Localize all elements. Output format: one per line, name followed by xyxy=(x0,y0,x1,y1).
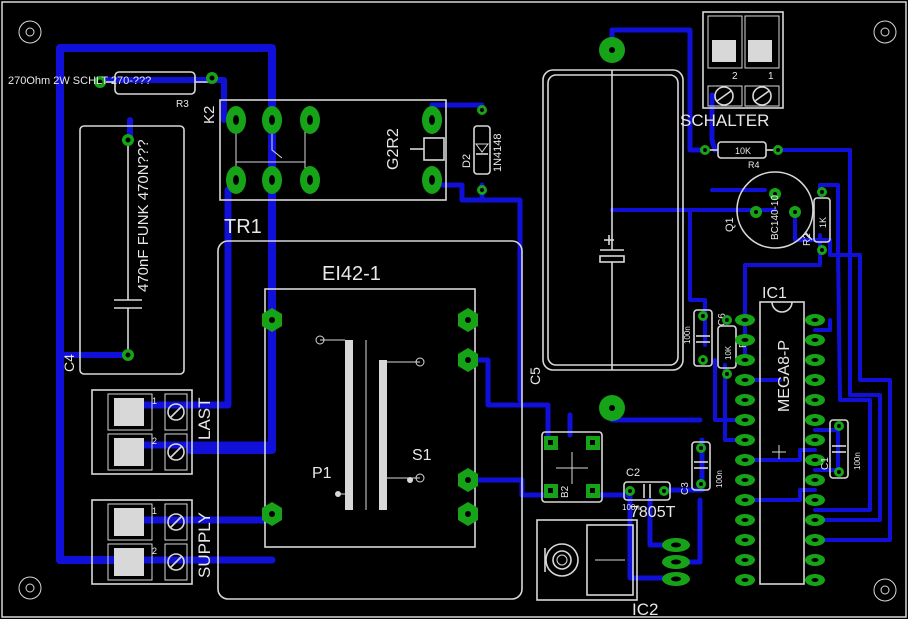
ic1-pad-hole xyxy=(811,538,819,542)
r2-value-label: 1K xyxy=(818,217,828,228)
supply-label: SUPPLY xyxy=(195,512,214,578)
k2-name-label: K2 xyxy=(201,106,218,124)
schalter-terminal: 2 1 SCHALTER xyxy=(680,11,784,130)
c6-value-label: 100n xyxy=(683,326,692,344)
ic1-microcontroller: IC1 MEGA8-P xyxy=(735,285,825,586)
tr1-value-label: EI42-1 xyxy=(322,263,381,285)
c5-capacitor: C5 xyxy=(527,37,684,421)
ic1-pad-hole xyxy=(741,398,749,402)
schalter-pin-2: 2 xyxy=(732,71,738,82)
ic1-pad-hole xyxy=(811,378,819,382)
r4-resistor: 10K R4 xyxy=(700,141,783,170)
ic1-pad-hole xyxy=(811,478,819,482)
ic1-pad-hole xyxy=(741,338,749,342)
c5-name-label: C5 xyxy=(527,367,543,385)
r4-value-label: 10K xyxy=(735,146,751,156)
ic1-pad-hole xyxy=(741,558,749,562)
k2-relay: K2 G2R2 xyxy=(201,99,447,201)
last-terminal: 1 2 LAST xyxy=(91,389,214,475)
schalter-label: SCHALTER xyxy=(680,111,769,130)
tr1-transformer: TR1 EI42-1 P1 S1 xyxy=(217,216,523,600)
mounting-holes xyxy=(18,20,897,602)
ic1-pad-hole xyxy=(741,358,749,362)
tr1-s1-label: S1 xyxy=(412,447,432,464)
q1-transistor: Q1 BC140-10 xyxy=(724,171,814,249)
ic1-name-label: IC1 xyxy=(762,285,787,302)
r2-resistor: R2 1K xyxy=(802,187,831,255)
ic1-pad-hole xyxy=(811,338,819,342)
supply-terminal: 1 2 SUPPLY xyxy=(91,499,214,585)
d2-value-label: 1N4148 xyxy=(492,133,504,172)
tr1-p1-label: P1 xyxy=(312,465,332,482)
r3-name-label: R3 xyxy=(176,99,189,110)
r1-value-label: 10K xyxy=(724,345,733,360)
ic1-pad-hole xyxy=(811,578,819,582)
q1-name-label: Q1 xyxy=(724,217,736,232)
last-label: LAST xyxy=(195,397,214,440)
ic1-pad-hole xyxy=(741,518,749,522)
c2-value-label: 100n xyxy=(622,503,640,512)
b2-name-label: B2 xyxy=(560,485,571,498)
ic1-pad-hole xyxy=(741,418,749,422)
c3-capacitor: C3 100n xyxy=(680,441,724,495)
r4-name-label: R4 xyxy=(748,160,760,170)
last-pin-1: 1 xyxy=(152,396,157,406)
d2-name-label: D2 xyxy=(461,154,473,168)
k2-value-label: G2R2 xyxy=(385,128,402,170)
r3-value-label: 270Ohm 2W SCHLT 270-??? xyxy=(8,75,151,87)
q1-value-label: BC140-10 xyxy=(770,195,781,240)
ic1-pad-hole xyxy=(811,558,819,562)
last-pin-2: 2 xyxy=(152,436,157,446)
d2-diode: D2 1N4148 xyxy=(461,105,504,195)
ic1-pad-hole xyxy=(741,478,749,482)
c2-capacitor: C2 100n xyxy=(622,467,671,512)
ic1-pad-hole xyxy=(741,318,749,322)
ic1-pad-hole xyxy=(811,438,819,442)
c3-name-label: C3 xyxy=(680,482,691,495)
schalter-pin-1: 1 xyxy=(768,71,774,82)
b2-bridge-rectifier: B2 xyxy=(541,431,603,503)
c4-capacitor: 470nF FUNK 470N??? C4 xyxy=(61,125,185,375)
tr1-name-label: TR1 xyxy=(224,216,262,238)
traces xyxy=(56,27,892,581)
ic1-pad-hole xyxy=(811,458,819,462)
ic1-pad-hole xyxy=(741,438,749,442)
c1-value-label: 100n xyxy=(853,452,862,470)
ic1-pad-hole xyxy=(741,458,749,462)
c1-capacitor: C1 100n xyxy=(820,419,862,479)
ic2-regulator: 7805T IC2 xyxy=(536,504,690,619)
ic1-pad-hole xyxy=(811,418,819,422)
ic1-pad-hole xyxy=(741,498,749,502)
ic1-pad-hole xyxy=(811,358,819,362)
ic1-pad-hole xyxy=(811,398,819,402)
ic1-pad-hole xyxy=(741,538,749,542)
ic1-pad-hole xyxy=(741,578,749,582)
ic1-value-label: MEGA8-P xyxy=(776,340,793,412)
ic1-pad-hole xyxy=(811,518,819,522)
ic2-name-label: IC2 xyxy=(632,600,658,619)
r1-resistor: 10K R1 xyxy=(717,315,749,379)
c1-name-label: C1 xyxy=(820,457,831,470)
c4-name-label: C4 xyxy=(61,354,77,372)
supply-pin-2: 2 xyxy=(152,546,157,556)
c3-value-label: 100n xyxy=(715,470,724,488)
supply-pin-1: 1 xyxy=(152,506,157,516)
tr1-pads xyxy=(262,308,478,526)
r2-name-label: R2 xyxy=(802,233,813,246)
ic1-pad-hole xyxy=(741,378,749,382)
c4-value-label: 470nF FUNK 470N??? xyxy=(135,139,152,292)
r3-resistor: 270Ohm 2W SCHLT 270-??? R3 xyxy=(8,71,218,110)
c2-name-label: C2 xyxy=(626,467,640,479)
ic1-pad-hole xyxy=(811,318,819,322)
ic2-value-label: 7805T xyxy=(630,504,676,521)
k2-pads xyxy=(226,106,442,194)
ic1-pad-hole xyxy=(811,498,819,502)
ic1-pads xyxy=(735,314,825,586)
